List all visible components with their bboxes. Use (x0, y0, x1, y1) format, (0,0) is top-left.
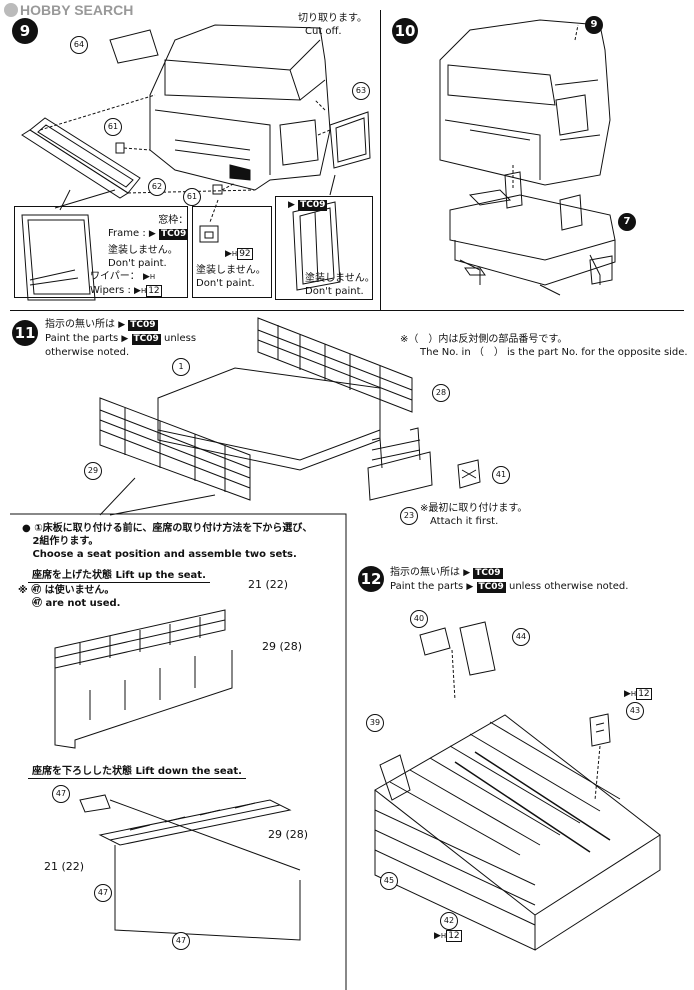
part28-back-gate (257, 317, 413, 413)
part39-seat (379, 754, 411, 801)
seat-down-part-29: 29 (28) (268, 828, 309, 841)
part41-bracket (457, 459, 481, 489)
part-61-label: 61 (104, 118, 122, 136)
part63-side-window (329, 111, 371, 169)
part-41-label: 41 (492, 466, 510, 484)
part62-windshield (21, 117, 141, 199)
part-63-label: 63 (352, 82, 370, 100)
frame-inset-box (14, 206, 188, 298)
step-9-marker: 9 (12, 18, 38, 44)
step12-bed-drawing (374, 714, 661, 951)
seat-up-part-29: 29 (28) (262, 640, 303, 653)
part-45-label: 45 (380, 872, 398, 890)
vertical-divider-top (380, 10, 381, 310)
watermark-text: HOBBY SEARCH (20, 2, 134, 18)
step-12-marker: 12 (358, 566, 384, 592)
part-9-marker: 9 (585, 16, 603, 34)
part-1-label: 1 (172, 358, 190, 376)
seat-down-header: 座席を下ろしした状態 Lift down the seat. (28, 762, 246, 779)
part23-front-gate (367, 427, 433, 501)
part29-side-gate (99, 397, 251, 501)
opposite-side-note: ※（ ）内は反対側の部品番号です。 The No. in （ ） is the … (400, 334, 688, 358)
step10-cab-drawing (439, 19, 611, 186)
part-42-label: 42 (440, 912, 458, 930)
step11-flatbed-drawing (157, 367, 381, 471)
part-62-label: 62 (148, 178, 166, 196)
seat-up-note: ※ ㊼ は使いません。 ㊼ are not used. (18, 585, 121, 609)
seat-down-drawing (79, 794, 301, 941)
frame-nopaint: 塗装しません。Don't paint. (108, 245, 178, 269)
part-7-marker: 7 (618, 213, 636, 231)
part43-bracket (589, 713, 611, 801)
attach-first-note: ※最初に取り付けます。Attach it first. (420, 503, 528, 527)
part-29-label: 29 (84, 462, 102, 480)
step12-note: 指示の無い所は ▶ TC09 Paint the parts ▶ TC09 un… (390, 567, 629, 593)
seat-intro: ● ①床板に取り付ける前に、座席の取り付け方法を下から選び、 2組作ります。 C… (22, 523, 313, 560)
seat-up-part-21: 21 (22) (248, 578, 289, 591)
part-43-label: 43 (626, 702, 644, 720)
p63-code: ▶ TC09 (288, 200, 328, 211)
part64-window (109, 29, 159, 64)
p61-inset-box (192, 206, 272, 298)
step11-note: 指示の無い所は ▶ TC09 Paint the parts ▶ TC09 un… (45, 319, 197, 358)
hobby-search-logo-icon (4, 3, 18, 17)
section-divider (10, 310, 684, 311)
p63-nopaint: 塗装しません。Don't paint. (305, 273, 375, 297)
watermark: HOBBY SEARCH (4, 2, 133, 18)
seat-up-header: 座席を上げた状態 Lift up the seat. (28, 566, 210, 583)
seat-down-part-47a: 47 (52, 785, 70, 803)
inset-frame-drawing (21, 214, 96, 301)
seat-up-drawing (54, 609, 233, 749)
part-61b-label: 61 (183, 188, 201, 206)
part-64-label: 64 (70, 36, 88, 54)
cut-off-en: Cut off. (305, 26, 342, 37)
seat-down-part-47c: 47 (172, 932, 190, 950)
seat-down-part-21: 21 (22) (44, 860, 85, 873)
part-28-label: 28 (432, 384, 450, 402)
step10-chassis-drawing (449, 171, 616, 296)
seat-down-part-47b: 47 (94, 884, 112, 902)
cut-off-jp: 切り取ります。 (298, 13, 367, 24)
p63-inset-box (275, 196, 373, 300)
step9-cab-drawing (149, 24, 331, 191)
p61-nopaint: 塗装しません。Don't paint. (196, 265, 266, 289)
part40-44-block (419, 621, 496, 701)
part-40-label: 40 (410, 610, 428, 628)
step-10-marker: 10 (392, 18, 418, 44)
part61-mirror (115, 142, 223, 195)
frame-label: 窓枠： Frame : ▶ TC09 (108, 215, 189, 240)
part-23-label: 23 (400, 507, 418, 525)
part-39-label: 39 (366, 714, 384, 732)
part-44-label: 44 (512, 628, 530, 646)
p61-inset-drawing (199, 225, 219, 243)
step-11-marker: 11 (12, 320, 38, 346)
